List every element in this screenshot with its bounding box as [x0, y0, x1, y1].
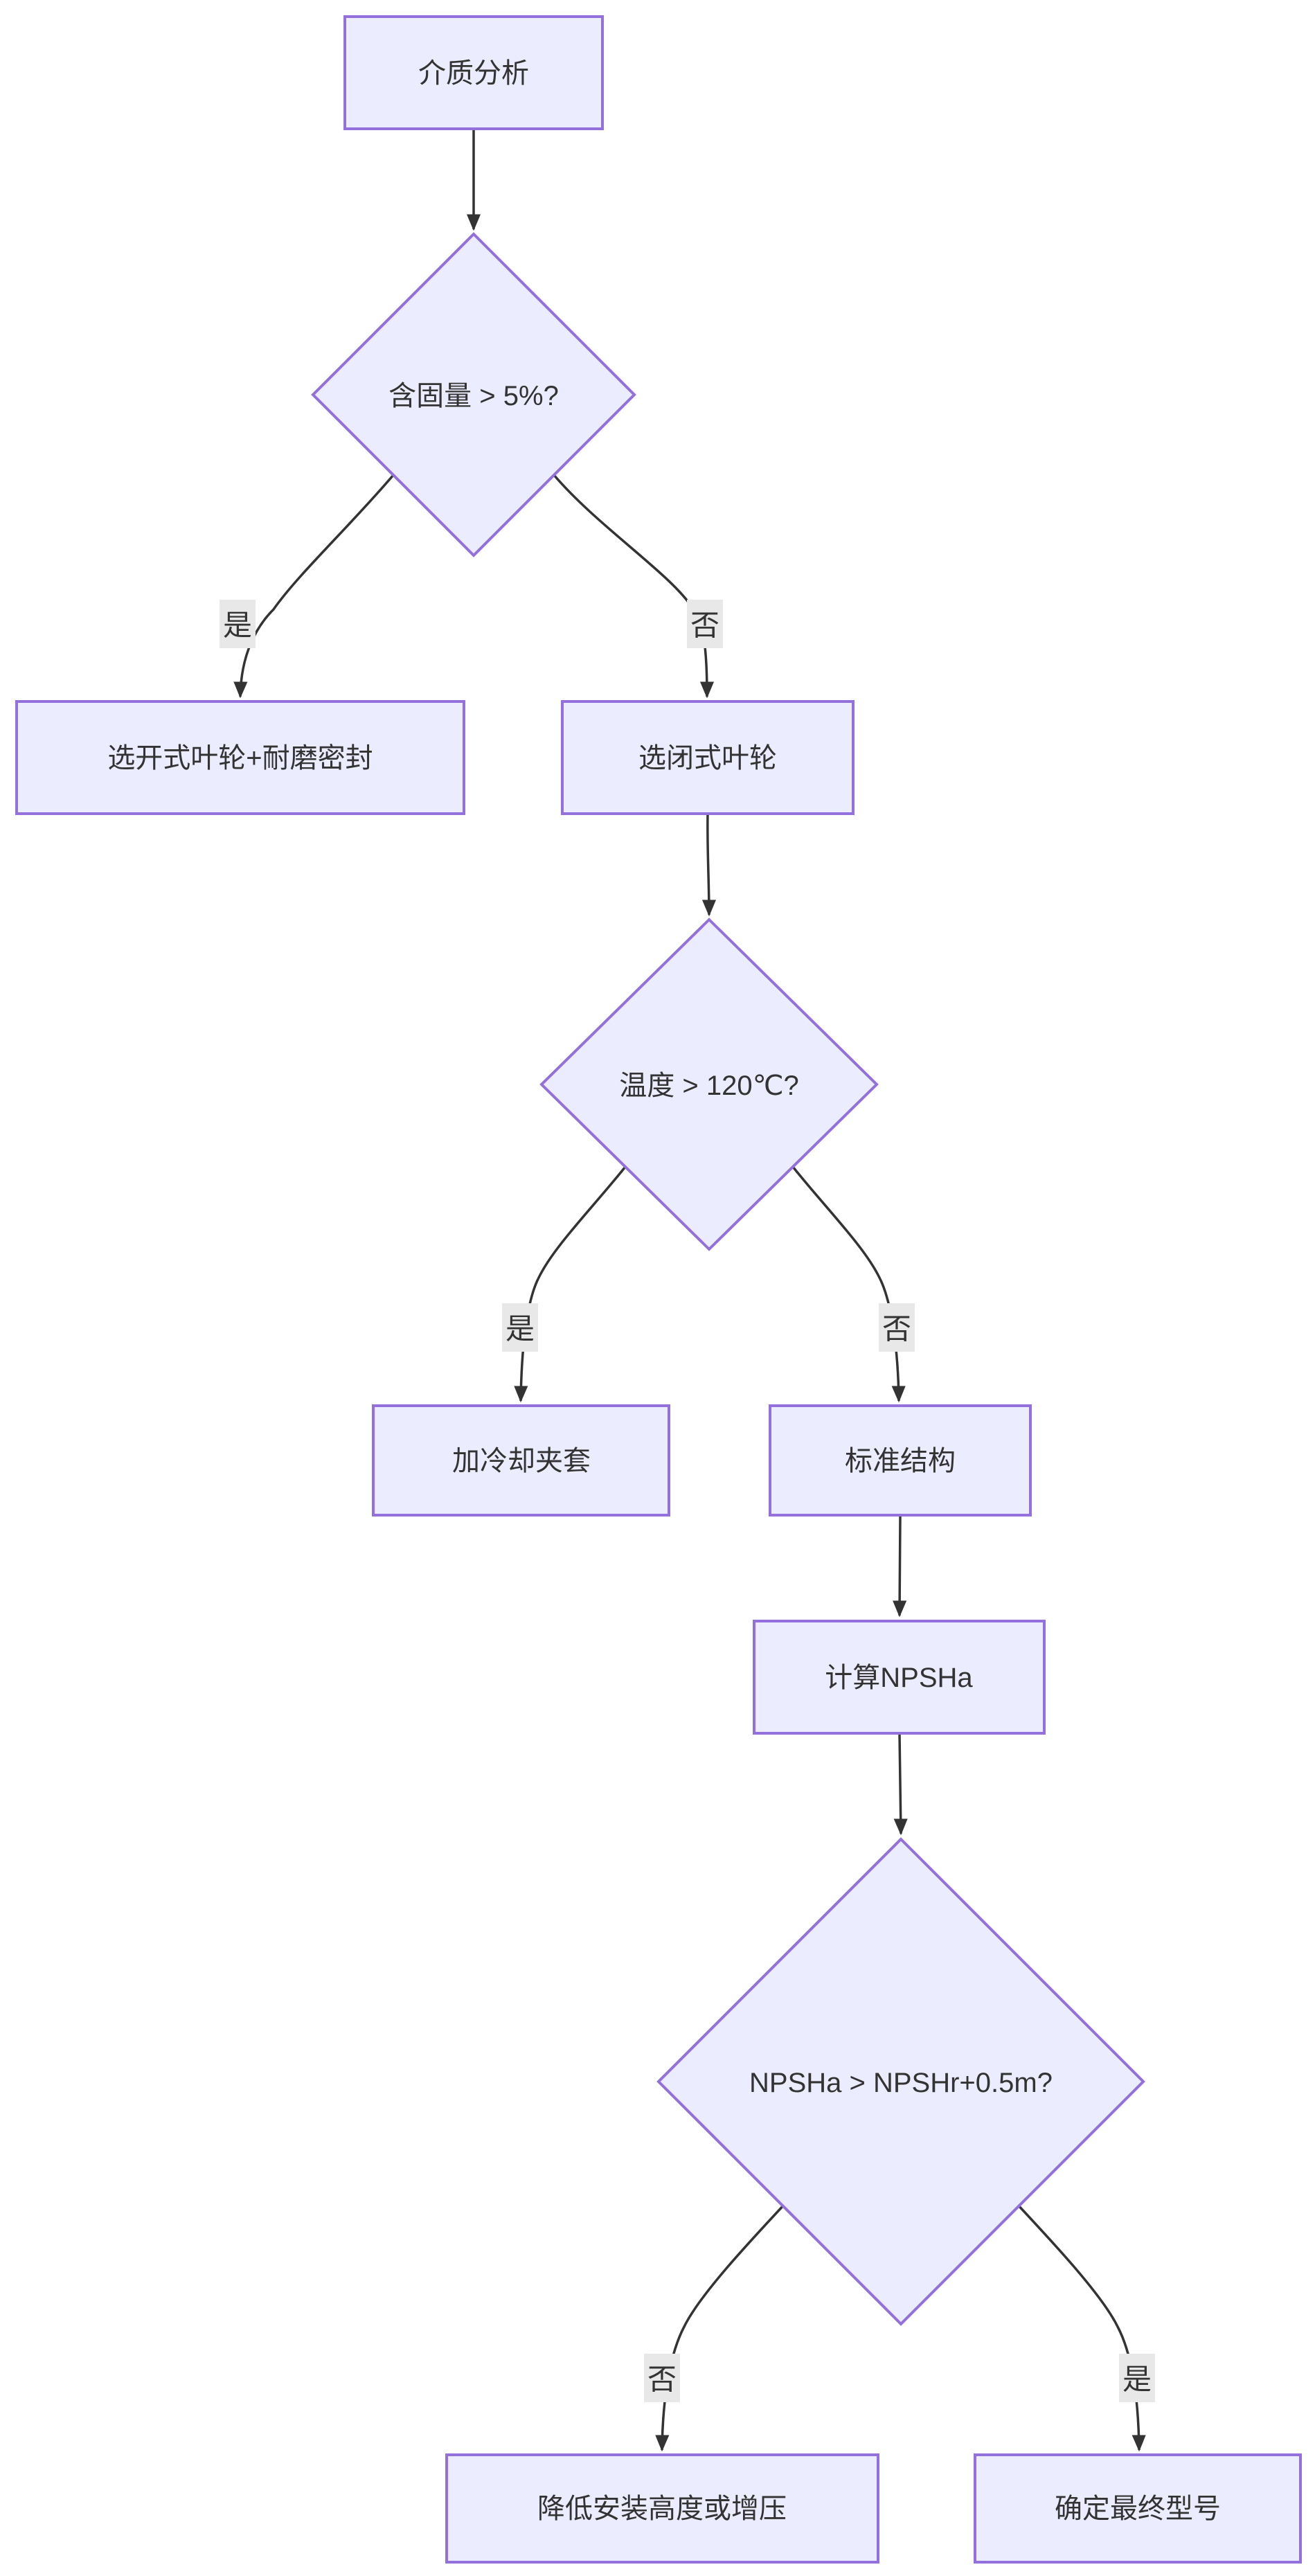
edge-label-no-2: 否 — [879, 1303, 915, 1352]
node-label: 标准结构 — [845, 1446, 956, 1476]
edge-I-J-no — [655, 2202, 787, 2452]
node-label: 确定最终型号 — [1055, 2494, 1221, 2524]
node-label: 介质分析 — [418, 58, 529, 89]
node-rect — [974, 2453, 1302, 2564]
edge-label-bg — [644, 2354, 680, 2402]
edge-label-no-3: 否 — [644, 2354, 680, 2402]
node-diamond — [539, 918, 879, 1251]
edge-B-D-no — [553, 474, 715, 699]
edge-label-bg — [1119, 2354, 1155, 2402]
node-label: 温度 > 120℃? — [619, 1071, 799, 1101]
edge-E-F-yes — [514, 1165, 627, 1403]
node-label: 计算NPSHa — [825, 1663, 973, 1693]
node-rect — [753, 1620, 1046, 1735]
edge-labels: 是 否 是 否 否 是 — [220, 600, 1155, 2402]
node-label: 选开式叶轮+耐磨密封 — [107, 743, 373, 773]
node-calculate-npsha: 计算NPSHa — [753, 1620, 1046, 1735]
node-medium-analysis: 介质分析 — [343, 15, 604, 130]
node-label: 选闭式叶轮 — [638, 743, 777, 773]
edge-label-text: 否 — [882, 1313, 911, 1345]
node-label: NPSHa > NPSHr+0.5m? — [749, 2068, 1053, 2098]
edge-I-K-yes — [1015, 2202, 1146, 2452]
edge-E-G-no — [791, 1165, 906, 1403]
edge-B-C-yes — [233, 474, 395, 699]
node-diamond — [311, 232, 636, 557]
edge-label-bg — [687, 600, 723, 648]
node-diamond — [656, 1837, 1145, 2326]
node-label: 降低安装高度或增压 — [537, 2494, 787, 2524]
edge-label-bg — [502, 1303, 538, 1352]
node-label: 含固量 > 5%? — [388, 381, 559, 411]
node-rect — [343, 15, 604, 130]
node-cooling-jacket: 加冷却夹套 — [372, 1404, 670, 1517]
edge-label-text: 是 — [1122, 2363, 1152, 2396]
node-rect — [445, 2453, 879, 2564]
edge-label-yes-3: 是 — [1119, 2354, 1155, 2402]
node-final-model: 确定最终型号 — [974, 2453, 1302, 2564]
edge-label-no-1: 否 — [687, 600, 723, 648]
edge-label-text: 否 — [690, 609, 719, 642]
node-rect — [769, 1404, 1032, 1517]
edge-label-text: 是 — [506, 1313, 535, 1345]
node-closed-impeller: 选闭式叶轮 — [561, 700, 855, 815]
node-npsha-decision: NPSHa > NPSHr+0.5m? — [656, 1837, 1145, 2326]
edge-label-yes-2: 是 — [502, 1303, 538, 1352]
edge-H-I — [893, 1733, 908, 1836]
edge-label-bg — [879, 1303, 915, 1352]
edge-label-bg — [220, 600, 256, 648]
node-rect — [15, 700, 465, 815]
edge-label-yes-1: 是 — [220, 600, 256, 648]
edge-D-E — [701, 813, 717, 917]
edge-label-text: 是 — [223, 609, 252, 642]
node-solid-content-decision: 含固量 > 5%? — [311, 232, 636, 557]
node-label: 加冷却夹套 — [452, 1446, 591, 1476]
node-reduce-height-or-boost: 降低安装高度或增压 — [445, 2453, 879, 2564]
node-rect — [561, 700, 855, 815]
node-open-impeller-wear-seal: 选开式叶轮+耐磨密封 — [15, 700, 465, 815]
edge-label-text: 否 — [647, 2363, 677, 2396]
node-standard-structure: 标准结构 — [769, 1404, 1032, 1517]
node-rect — [372, 1404, 670, 1517]
node-temperature-decision: 温度 > 120℃? — [539, 918, 879, 1251]
